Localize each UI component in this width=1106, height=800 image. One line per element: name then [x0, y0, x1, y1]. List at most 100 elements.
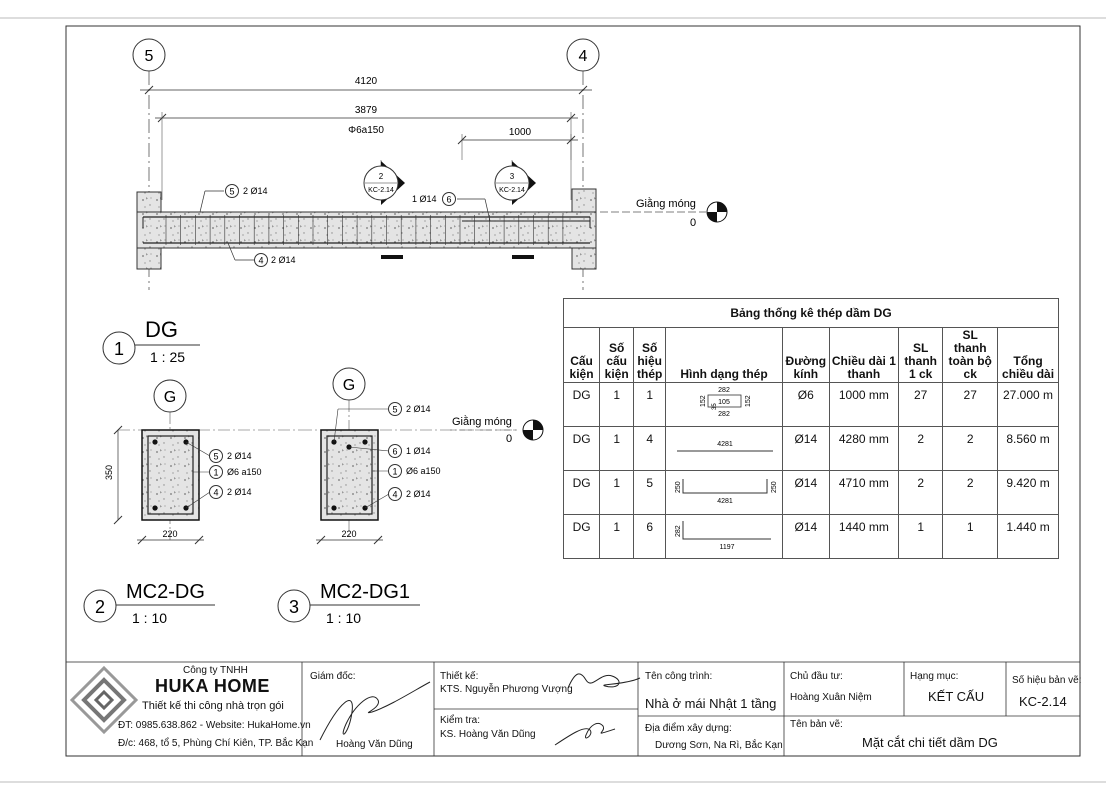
- svg-text:2 Ø14: 2 Ø14: [243, 186, 268, 196]
- table-cell: 27.000 m: [997, 382, 1059, 427]
- location-value: Dương Sơn, Na Rì, Bắc Kạn: [655, 740, 783, 751]
- table-cell: 2: [897, 470, 944, 515]
- signature-director: [319, 681, 431, 741]
- section-mc2-dg1: G 220 Giằng móng 0: [300, 367, 544, 545]
- table-cell: 1: [942, 514, 999, 559]
- drawing-name: Mặt cắt chi tiết dầm DG: [862, 735, 998, 750]
- table-cell: Ø14: [781, 514, 830, 559]
- svg-text:6: 6: [392, 447, 397, 457]
- section-cut-3: 3 KC-2.14: [494, 160, 536, 205]
- category-value: KẾT CẤU: [928, 689, 985, 704]
- level-marker: Giằng móng 0: [600, 197, 728, 229]
- svg-text:282: 282: [675, 525, 682, 537]
- svg-text:1 : 25: 1 : 25: [150, 349, 185, 365]
- category-label: Hạng mục:: [910, 671, 959, 682]
- svg-text:1 : 10: 1 : 10: [326, 610, 361, 626]
- director-label: Giám đốc:: [310, 671, 356, 682]
- table-cell: 2: [897, 426, 944, 471]
- svg-text:282: 282: [718, 411, 730, 418]
- svg-text:5: 5: [213, 452, 218, 462]
- project-label: Tên công trình:: [645, 671, 713, 682]
- table-cell: Ø14: [781, 470, 830, 515]
- col-header: Đường kính: [781, 327, 830, 383]
- designer-name: KTS. Nguyễn Phương Vượng: [440, 684, 573, 695]
- section-mc2-dg: G 350 220: [104, 379, 300, 545]
- col-header: Hình dạng thép: [665, 327, 783, 383]
- beam-elevation: [136, 188, 597, 270]
- grid-bubble-4: 4: [566, 38, 600, 72]
- svg-text:105: 105: [718, 399, 730, 406]
- svg-text:250: 250: [675, 481, 682, 493]
- svg-text:35: 35: [712, 403, 718, 410]
- svg-text:KC-2.14: KC-2.14: [499, 187, 525, 194]
- owner-label: Chủ đầu tư:: [790, 671, 843, 682]
- stirrup-shape-sketch: 282 105 282 152 152 35: [700, 387, 752, 418]
- table-cell: DG: [562, 470, 601, 515]
- svg-text:Giằng móng: Giằng móng: [452, 415, 512, 428]
- svg-text:2 Ø14: 2 Ø14: [406, 404, 431, 414]
- svg-text:350: 350: [104, 465, 114, 480]
- svg-text:4: 4: [258, 256, 263, 266]
- svg-text:2 Ø14: 2 Ø14: [406, 489, 431, 499]
- checker-name: KS. Hoàng Văn Dũng: [440, 729, 536, 740]
- svg-text:282: 282: [718, 387, 730, 394]
- table-cell: 1: [633, 382, 667, 427]
- sheet-number-label: Số hiệu bản vẽ:: [1012, 675, 1082, 686]
- col-header: SL thanh 1 ck: [897, 327, 944, 383]
- section-cut-2: 2 KC-2.14: [363, 160, 405, 205]
- dimension-clear: 3879 Φ6a150: [155, 105, 578, 200]
- tag-bar-4: 4 2 Ø14: [227, 242, 296, 267]
- tag-bar-6: 6 1 Ø14: [412, 192, 491, 222]
- svg-text:2: 2: [95, 597, 105, 617]
- svg-text:5: 5: [145, 48, 154, 65]
- table-cell: 9.420 m: [997, 470, 1059, 515]
- table-cell: 1: [599, 382, 635, 427]
- signature-checker: [554, 722, 616, 746]
- svg-text:4120: 4120: [355, 76, 378, 87]
- table-row: DG 1 6 1197 282 Ø14 1440 mm 1 1 1.440 m: [562, 514, 1059, 559]
- svg-text:1 Ø14: 1 Ø14: [412, 194, 437, 204]
- svg-text:Ø6 a150: Ø6 a150: [227, 467, 262, 477]
- dimension-overall: 4120: [140, 76, 592, 95]
- location-label: Địa điểm xây dựng:: [645, 723, 732, 734]
- table-cell: 5: [633, 470, 667, 515]
- grid-bubble-5: 5: [132, 38, 166, 72]
- company-slogan: Thiết kế thi công nhà trọn gói: [142, 700, 284, 712]
- table-cell: DG: [562, 426, 601, 471]
- table-row: DG 1 5 4281 250 250 Ø14 4710 mm 2 2 9.42…: [562, 470, 1059, 515]
- table-cell: 1.440 m: [997, 514, 1059, 559]
- table-cell: 4: [633, 426, 667, 471]
- table-row: DG 1 1 282 105 282 152 152 35 Ø6 1000 mm…: [562, 382, 1059, 427]
- svg-text:4: 4: [579, 48, 588, 65]
- table-row: DG 1 4 4281 Ø14 4280 mm 2 2 8.560 m: [562, 426, 1059, 471]
- designer-label: Thiết kế:: [440, 671, 479, 682]
- svg-text:220: 220: [341, 529, 356, 539]
- svg-text:G: G: [343, 377, 355, 394]
- director-name: Hoàng Văn Dũng: [336, 739, 413, 750]
- straight-bar-sketch: 4281: [676, 441, 773, 452]
- svg-text:4281: 4281: [717, 441, 733, 448]
- owner-name: Hoàng Xuân Niệm: [790, 692, 872, 703]
- svg-text:Giằng móng: Giằng móng: [636, 197, 696, 210]
- checker-label: Kiểm tra:: [440, 715, 481, 726]
- svg-text:1197: 1197: [719, 544, 734, 551]
- company-logo: [69, 665, 139, 735]
- shape-l-bar: 1197 282: [665, 514, 783, 559]
- table-cell: Ø14: [781, 426, 830, 471]
- shape-stirrup: 282 105 282 152 152 35: [665, 382, 783, 427]
- table-cell: 1000 mm: [828, 382, 899, 427]
- svg-text:5: 5: [392, 405, 397, 415]
- view-title-3: 3 MC2-DG1 1 : 10: [277, 581, 420, 626]
- svg-text:1 : 10: 1 : 10: [132, 610, 167, 626]
- shape-straight-bar: 4281: [665, 426, 783, 471]
- col-header: Số hiệu thép: [633, 327, 667, 383]
- table-cell: DG: [562, 382, 601, 427]
- svg-text:1: 1: [114, 339, 124, 359]
- svg-text:3: 3: [510, 172, 515, 181]
- svg-text:3879: 3879: [355, 105, 378, 116]
- svg-text:MC2-DG: MC2-DG: [126, 581, 205, 603]
- table-cell: 1: [897, 514, 944, 559]
- l-bar-sketch: 1197 282: [675, 521, 771, 551]
- section-mc2-dg-tags: 5 2 Ø14 1 Ø6 a150 4 2 Ø14: [185, 441, 262, 509]
